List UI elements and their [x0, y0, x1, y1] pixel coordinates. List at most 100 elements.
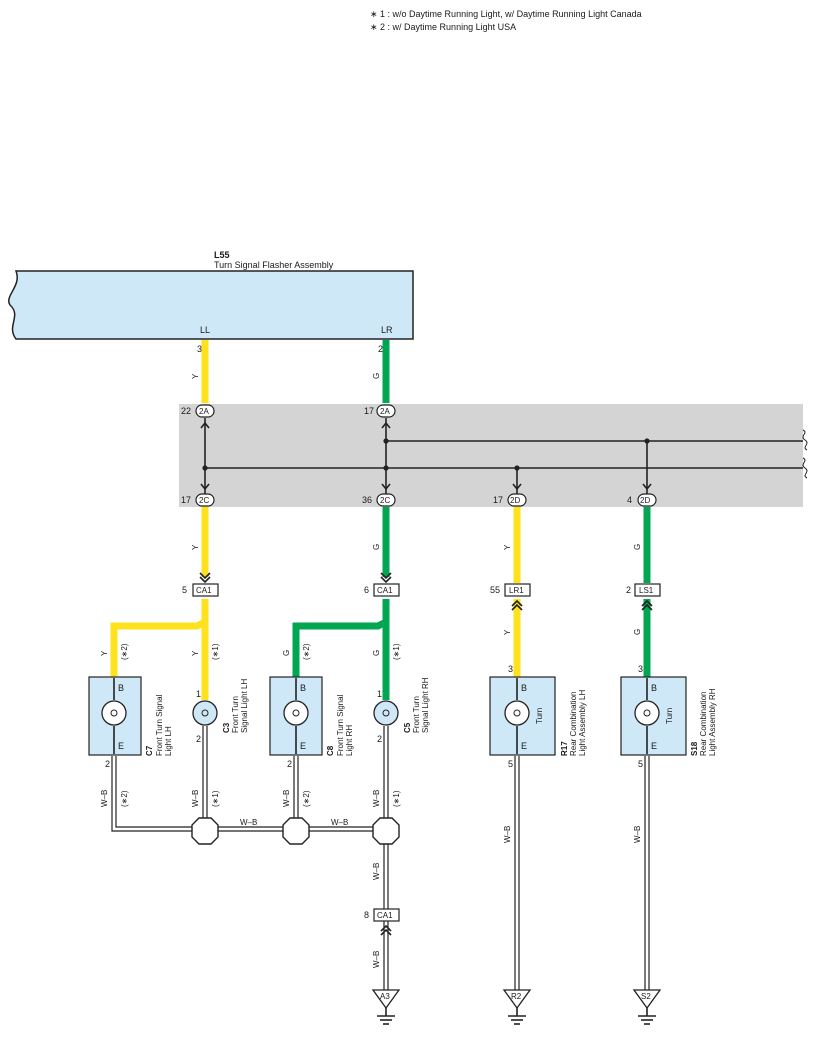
ground-a3: A3 — [371, 989, 401, 1025]
label-g-c5: G — [372, 650, 381, 656]
c3-code: C3 — [222, 722, 231, 733]
s18-line2: Light Assembly RH — [708, 688, 717, 756]
label-wb-c8: W–B — [282, 790, 291, 807]
label-wb-horiz-1: W–B — [240, 818, 257, 827]
conn-2d-a: 2D 17 — [493, 493, 527, 507]
label-wb-a3-upper: W–B — [372, 863, 381, 880]
chevron-down-2c-left — [200, 483, 210, 491]
junction-block — [179, 404, 803, 507]
conn-ls1: LS1 2 — [626, 583, 661, 611]
conn-ca1-left-pin: 5 — [182, 585, 187, 595]
r17-pin-e: E — [521, 741, 527, 751]
c7-pin-e: E — [118, 741, 124, 751]
flasher-pin-lr-num: 2 — [378, 344, 383, 354]
conn-ca1-right: CA1 6 — [364, 572, 400, 597]
component-c3: 1 2 C3 Front Turn Signal Light LH — [192, 679, 249, 744]
label-wb-r2: W–B — [503, 826, 512, 843]
chevron-down-2d-b — [642, 483, 652, 491]
conn-ls1-pin: 2 — [626, 585, 631, 595]
label-g-c5-star: (∗1) — [392, 643, 401, 660]
c7-line2: Light LH — [164, 726, 173, 756]
label-wb-c7: W–B — [100, 790, 109, 807]
label-y-c3: Y — [191, 650, 200, 656]
conn-2a-right-pin: 17 — [364, 406, 374, 416]
conn-2c-left: 2C 17 — [181, 493, 215, 507]
c8-line1: Front Turn Signal — [336, 694, 345, 756]
conn-ca1-left: CA1 5 — [182, 572, 219, 597]
label-g-ls1: G — [633, 629, 642, 635]
r17-line2: Light Assembly LH — [578, 690, 587, 756]
component-c7: 1 B E 2 C7 Front Turn Signal Light LH — [88, 676, 173, 769]
s18-pin-b: B — [651, 683, 657, 693]
label-y-lr1: Y — [503, 629, 512, 635]
conn-lr1: LR1 55 — [490, 583, 531, 611]
conn-2d-a-label: 2D — [510, 496, 520, 505]
flasher-box — [8, 270, 414, 340]
chevron-up-2a-left — [200, 421, 210, 429]
s18-pin-e: E — [651, 741, 657, 751]
c8-pin-e: E — [300, 741, 306, 751]
label-wb-c7-star: (∗2) — [120, 790, 129, 807]
conn-ls1-label: LS1 — [639, 586, 654, 595]
component-s18: 3 B E Turn 5 S18 Rear Combination Light … — [620, 664, 717, 769]
conn-2a-left-label: 2A — [199, 407, 209, 416]
splice-dot-1 — [383, 438, 389, 444]
label-y-2d: Y — [503, 544, 512, 550]
flasher-code: L55 — [214, 250, 230, 260]
splice-octagon-1 — [191, 817, 219, 845]
conn-2a-right: 2A 17 — [364, 404, 396, 418]
c3-line2: Signal Light LH — [240, 679, 249, 733]
flasher-pin-ll: LL — [200, 325, 210, 335]
conn-ca1-left-label: CA1 — [196, 586, 212, 595]
label-y-c7-star: (∗2) — [120, 643, 129, 660]
component-c5: 1 2 C5 Front Turn Signal Light RH — [373, 677, 430, 744]
label-y-junction: Y — [191, 544, 200, 550]
splice-dot-2 — [644, 438, 650, 444]
r17-pin-bot: 5 — [508, 759, 513, 769]
conn-2d-b: 2D 4 — [627, 493, 657, 507]
flasher-pin-lr: LR — [381, 325, 393, 335]
label-y-c3-star: (∗1) — [211, 643, 220, 660]
s18-turn: Turn — [665, 708, 674, 724]
c7-code: C7 — [145, 745, 154, 756]
conn-2c-left-pin: 17 — [181, 495, 191, 505]
c8-line2: Light RH — [345, 725, 354, 756]
ground-r2: R2 — [502, 989, 532, 1025]
conn-lr1-pin: 55 — [490, 585, 500, 595]
ground-s2-label: S2 — [641, 992, 651, 1001]
c8-pin-b: B — [300, 683, 306, 693]
c3-pin-bot: 2 — [196, 734, 201, 744]
conn-ca1-bottom: CA1 8 — [364, 908, 400, 936]
label-g-flasher: G — [372, 373, 381, 379]
wire-y-c7 — [110, 599, 209, 678]
label-wb-c5-star: (∗1) — [392, 790, 401, 807]
wire-g-c8 — [292, 599, 390, 678]
label-wb-c3: W–B — [191, 790, 200, 807]
junction-break-2 — [802, 457, 808, 479]
label-wb-c5: W–B — [372, 790, 381, 807]
c7-line1: Front Turn Signal — [155, 694, 164, 756]
note-1: ∗ 1 : w/o Daytime Running Light, w/ Dayt… — [370, 9, 642, 19]
conn-ca1-right-label: CA1 — [377, 586, 393, 595]
c7-pin-bot: 2 — [105, 759, 110, 769]
conn-2a-right-label: 2A — [380, 407, 390, 416]
label-g-c8: G — [282, 650, 291, 656]
conn-ca1-bottom-label: CA1 — [377, 911, 393, 920]
s18-pin-top: 3 — [638, 664, 643, 674]
c5-code: C5 — [403, 722, 412, 733]
conn-2a-left-pin: 22 — [181, 406, 191, 416]
conn-2c-mid-pin: 36 — [362, 495, 372, 505]
splice-dot-4 — [383, 465, 389, 471]
splice-dot-5 — [514, 465, 520, 471]
c5-line2: Signal Light RH — [421, 677, 430, 733]
ground-r2-label: R2 — [511, 992, 522, 1001]
label-wb-horiz-2: W–B — [331, 818, 348, 827]
flasher-pin-ll-num: 3 — [197, 344, 202, 354]
label-y-flasher: Y — [191, 373, 200, 379]
c8-code: C8 — [326, 745, 335, 756]
r17-pin-top: 3 — [508, 664, 513, 674]
conn-lr1-label: LR1 — [509, 586, 524, 595]
c3-pin-top: 1 — [196, 689, 201, 699]
r17-turn: Turn — [535, 708, 544, 724]
